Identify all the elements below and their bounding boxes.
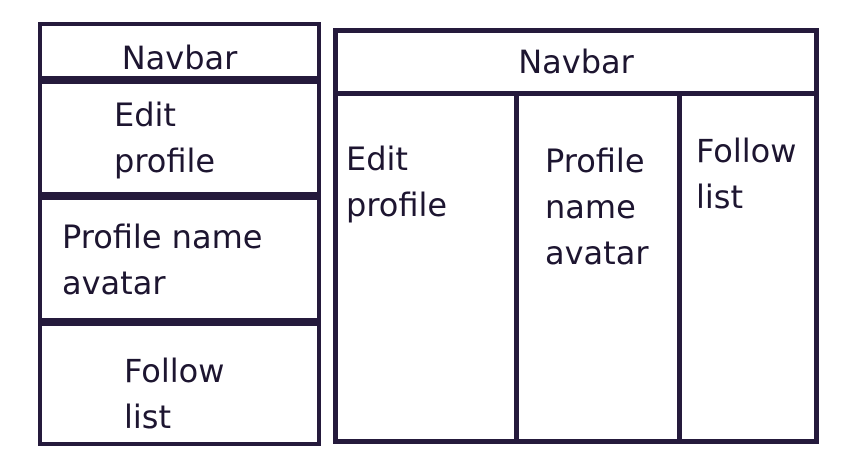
mobile-navbar-label: Navbar bbox=[121, 39, 238, 77]
desktop-profile-label: Profile name avatar bbox=[545, 142, 649, 272]
desktop-edit-profile-column: Edit profile bbox=[333, 91, 519, 444]
mobile-navbar-box: Navbar bbox=[38, 22, 321, 80]
mobile-profile-label: Profile name avatar bbox=[62, 218, 263, 302]
desktop-navbar-box: Navbar bbox=[333, 28, 819, 96]
desktop-navbar-label: Navbar bbox=[518, 43, 634, 81]
desktop-profile-column: Profile name avatar bbox=[514, 91, 682, 444]
desktop-follow-list-column: Follow list bbox=[677, 91, 819, 444]
mobile-edit-profile-label: Edit profile bbox=[114, 96, 216, 180]
mobile-follow-list-box: Follow list bbox=[38, 322, 321, 446]
mobile-profile-box: Profile name avatar bbox=[38, 196, 321, 322]
mobile-edit-profile-box: Edit profile bbox=[38, 80, 321, 196]
desktop-follow-list-label: Follow list bbox=[696, 132, 797, 216]
desktop-edit-profile-label: Edit profile bbox=[346, 140, 448, 224]
mobile-follow-list-label: Follow list bbox=[124, 352, 225, 436]
